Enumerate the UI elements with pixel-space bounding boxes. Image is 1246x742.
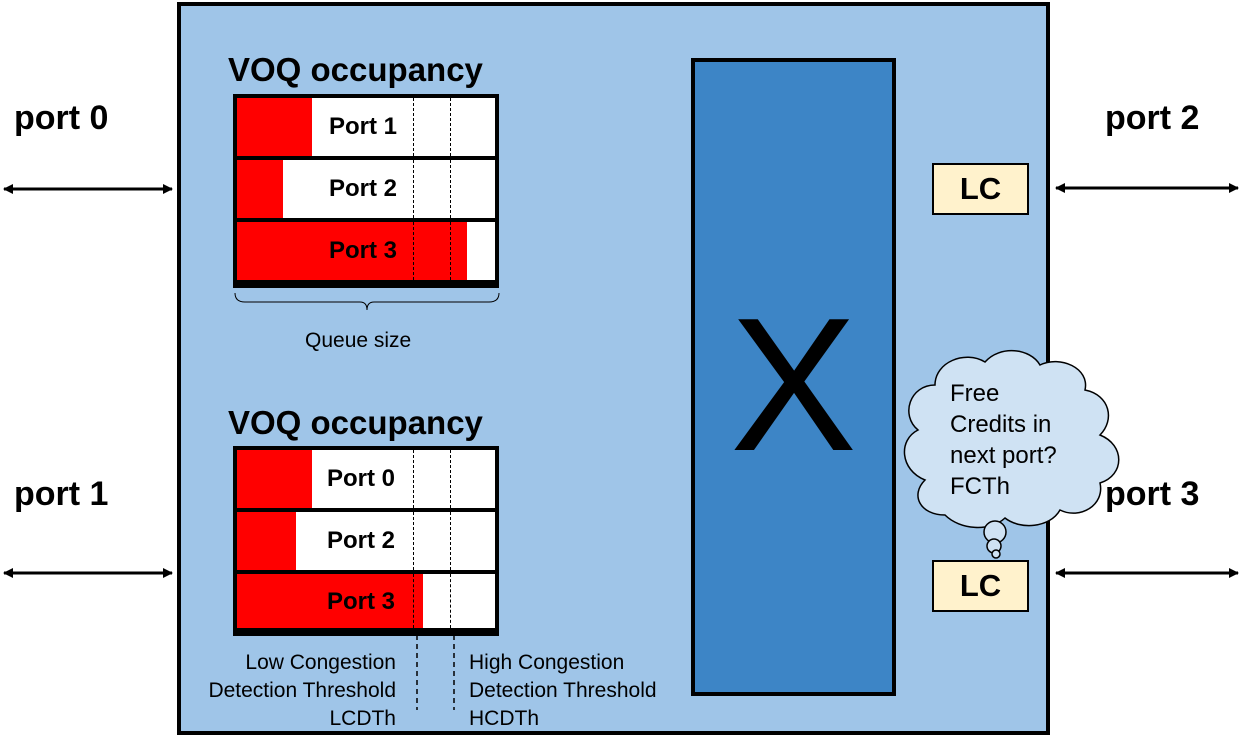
hcdth-line1: High Congestion <box>469 651 625 674</box>
queue-row: Port 3 <box>237 574 495 628</box>
lc-box-top: LC <box>932 163 1029 215</box>
lcdth-line1: Low Congestion <box>245 651 396 674</box>
queue-row: Port 1 <box>237 98 495 156</box>
queue-row-label: Port 2 <box>327 527 396 554</box>
threshold-dash <box>413 160 414 218</box>
threshold-dash <box>450 98 451 156</box>
queue-fill-bar <box>237 450 312 508</box>
bubble-line: FCTh <box>950 473 1010 500</box>
hcdth-abbr: HCDTh <box>469 707 540 730</box>
port-1-label: port 1 <box>14 475 109 513</box>
voq-title-bottom: VOQ occupancy <box>228 404 483 441</box>
threshold-dash <box>413 574 414 628</box>
threshold-dash <box>450 160 451 218</box>
bubble-dot-small <box>991 549 1001 559</box>
queue-size-label: Queue size <box>305 329 412 352</box>
voq-title-top: VOQ occupancy <box>228 51 483 88</box>
queue-row-label: Port 2 <box>329 175 398 202</box>
queue-row: Port 0 <box>237 450 495 508</box>
thought-bubble-text: Free Credits in next port? FCTh <box>950 378 1057 502</box>
threshold-dash <box>413 222 414 280</box>
queue-row-label: Port 3 <box>329 237 398 264</box>
queue-size-brace <box>234 292 500 311</box>
port-2-label: port 2 <box>1105 99 1200 137</box>
threshold-dash <box>450 574 451 628</box>
hcdth-label: High Congestion Detection Threshold HCDT… <box>469 649 657 733</box>
queue-row: Port 2 <box>237 512 495 570</box>
hcdth-line2: Detection Threshold <box>469 679 657 702</box>
threshold-dash <box>413 98 414 156</box>
queue-row-label: Port 0 <box>327 465 396 492</box>
threshold-dash <box>413 450 414 508</box>
queue-row-label: Port 3 <box>327 588 396 615</box>
bubble-line: Credits in <box>950 411 1052 438</box>
queue-row: Port 2 <box>237 160 495 218</box>
lcdth-line2: Detection Threshold <box>208 679 396 702</box>
bubble-line: Free <box>950 380 1000 407</box>
queue-fill-bar <box>237 160 284 218</box>
threshold-dash <box>450 222 451 280</box>
crossbar-symbol: X <box>730 279 857 491</box>
bubble-line: next port? <box>950 442 1057 469</box>
queue-fill-bar <box>237 512 297 570</box>
lcdth-abbr: LCDTh <box>329 707 396 730</box>
port-3-label: port 3 <box>1105 475 1200 513</box>
threshold-dash <box>450 450 451 508</box>
threshold-dash <box>450 512 451 570</box>
queue-fill-bar <box>237 222 467 280</box>
threshold-dash <box>413 512 414 570</box>
port-0-label: port 0 <box>14 99 109 137</box>
lc-box-bottom: LC <box>932 560 1029 612</box>
cloud-shape <box>903 349 1120 529</box>
voq-table-top: Port 1 Port 2 Port 3 <box>233 94 499 288</box>
lcdth-label: Low Congestion Detection Threshold LCDTh <box>150 649 396 733</box>
queue-fill-bar <box>237 574 423 628</box>
crossbar-block <box>691 58 896 696</box>
queue-fill-bar <box>237 98 312 156</box>
queue-row-label: Port 1 <box>329 113 398 140</box>
voq-table-bottom: Port 0 Port 2 Port 3 <box>233 446 499 636</box>
queue-row: Port 3 <box>237 222 495 280</box>
